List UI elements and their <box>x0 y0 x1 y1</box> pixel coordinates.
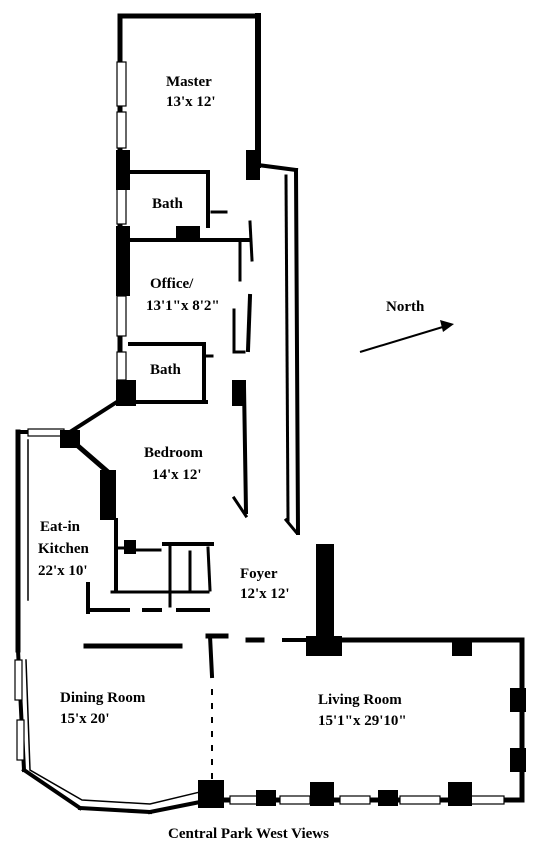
room-foyer-size: 12'x 12' <box>240 586 290 602</box>
room-office-name: Office/ <box>150 276 194 292</box>
room-kitchen-name-line2: Kitchen <box>38 541 89 557</box>
room-kitchen-name-line1: Eat-in <box>40 519 81 535</box>
room-foyer: Foyer 12'x 12' <box>240 566 290 602</box>
room-foyer-name: Foyer <box>240 566 278 582</box>
room-living-size: 15'1"x 29'10" <box>318 713 407 729</box>
room-master-size: 13'x 12' <box>166 94 216 110</box>
room-office-size: 13'1"x 8'2" <box>146 298 220 314</box>
room-bath-upper: Bath <box>152 196 184 212</box>
pillars <box>60 150 526 808</box>
room-master-name: Master <box>166 74 212 90</box>
room-office: Office/ 13'1"x 8'2" <box>146 276 220 314</box>
room-bedroom-name: Bedroom <box>144 445 203 461</box>
room-dining: Dining Room 15'x 20' <box>60 690 146 727</box>
interior-walls <box>25 170 308 805</box>
north-arrow-icon <box>359 325 447 353</box>
room-bath-lower: Bath <box>150 362 182 378</box>
room-bath-lower-name: Bath <box>150 362 182 378</box>
room-bedroom-size: 14'x 12' <box>152 467 202 483</box>
room-dining-name: Dining Room <box>60 690 146 706</box>
room-kitchen: Eat-in Kitchen 22'x 10' <box>38 519 89 579</box>
room-living-name: Living Room <box>318 692 402 708</box>
room-living: Living Room 15'1"x 29'10" <box>318 692 407 729</box>
north-arrowhead-icon <box>440 320 454 332</box>
north-label: North <box>386 299 425 315</box>
caption: Central Park West Views <box>168 826 329 842</box>
windows <box>14 61 505 805</box>
room-dining-size: 15'x 20' <box>60 711 110 727</box>
north-compass: North <box>359 299 454 353</box>
room-bath-upper-name: Bath <box>152 196 184 212</box>
room-kitchen-size: 22'x 10' <box>38 563 88 579</box>
room-master: Master 13'x 12' <box>166 74 216 110</box>
room-bedroom: Bedroom 14'x 12' <box>144 445 203 483</box>
